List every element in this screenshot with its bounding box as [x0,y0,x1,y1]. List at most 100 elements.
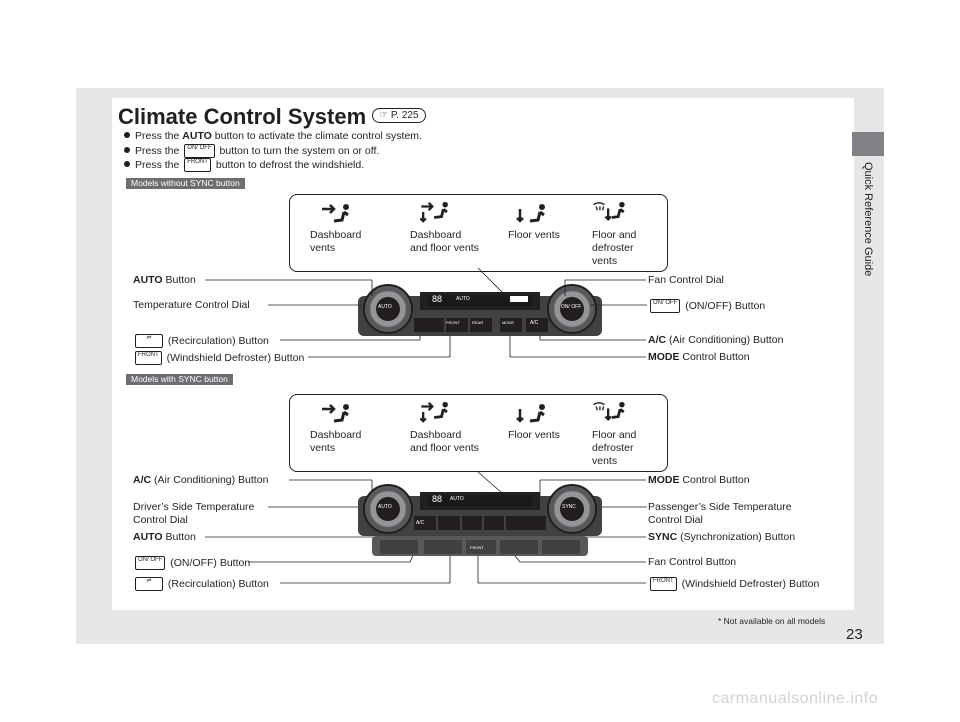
label-windshield-defroster: FRONT (Windshield Defroster) Button [133,351,304,365]
label-text: Driver’s Side Temperature Control Dial [133,501,255,526]
page-reference-text: P. 225 [390,109,419,121]
label-text: Passenger’s Side Temperature Control Dia… [648,501,792,526]
label-bold: A/C [648,334,667,346]
model-tag-without-sync: Models without SYNC button [126,178,245,189]
bullet-text: Press the [135,158,183,171]
label-text: (Synchronization) Button [677,531,796,543]
panel2-front-button[interactable]: FRONT [470,545,484,550]
mode-label: Floor and defroster vents [592,429,637,467]
bullet-defrost: Press the FRONT button to defrost the wi… [124,158,364,172]
label-bold: AUTO [133,531,163,543]
label-text: (Windshield Defroster) Button [166,351,305,364]
dashboard-floor-vents-icon [419,401,448,423]
label-bold: AUTO [133,274,163,286]
floor-defroster-vents-icon [593,401,625,421]
mode-label: Dashboard vents [310,229,362,254]
label-driver-temperature-dial: Driver’s Side Temperature Control Dial [133,501,283,527]
dashboard-vents-icon [322,204,349,223]
footnote: * Not available on all models [718,616,826,626]
panel2-ac-button[interactable]: A/C [416,520,425,526]
label-on-off: ON/ OFF (ON/OFF) Button [133,556,250,570]
label-auto-button: AUTO Button [133,274,196,286]
mode-label: Dashboard vents [310,429,362,454]
dashboard-floor-vents-icon [419,201,448,223]
panel1-ac-button[interactable]: A/C [530,320,539,326]
label-bold: MODE [648,474,680,486]
on-off-icon: ON/ OFF [135,556,166,570]
label-text: (Air Conditioning) Button [151,474,269,486]
label-bold: SYNC [648,531,678,543]
page-title-text: Climate Control System [118,104,367,129]
watermark: carmanualsonline.info [712,690,879,707]
bullet-dot-icon [124,160,130,167]
recirculation-icon: ⇌ [135,577,163,591]
label-text: Button [162,531,196,543]
label-fan-dial: Fan Control Dial [648,274,724,286]
panel1-front-button[interactable]: FRONT [446,320,460,325]
bullet-text: button to turn the system on or off. [216,144,380,157]
panel1-rear-button[interactable]: REAR [472,320,484,325]
page-reference-link[interactable]: ☞ P. 225 [372,107,426,123]
label-text: (Windshield Defroster) Button [681,577,820,590]
page-title: Climate Control System ☞ P. 225 [118,104,426,130]
recirculation-icon: ⇌ [135,334,163,348]
on-off-icon: ON/ OFF [184,144,215,158]
label-text: Fan Control Dial [648,274,724,286]
label-auto-button: AUTO Button [133,531,196,543]
label-text: Control Button [679,474,750,486]
label-text: (Air Conditioning) Button [666,334,784,346]
on-off-icon: ON/ OFF [650,299,681,313]
floor-vents-icon [516,204,545,223]
bullet-auto: Press the AUTO button to activate the cl… [124,130,422,142]
panel2-left-dial-label: AUTO [378,504,392,510]
side-tab-marker [852,132,884,156]
panel2-auto-indicator: AUTO [450,496,464,502]
label-on-off: ON/ OFF (ON/OFF) Button [648,299,765,313]
label-bold: A/C [133,474,152,486]
label-text: (ON/OFF) Button [170,556,251,569]
bullet-text: button to defrost the windshield. [212,158,365,171]
label-ac: A/C (Air Conditioning) Button [133,474,268,486]
mode-label: Dashboard and floor vents [410,429,479,454]
label-text: (Recirculation) Button [167,577,269,590]
bullet-dot-icon [124,146,130,153]
panel1-mode-button[interactable]: MODE [502,320,514,325]
page-number: 23 [846,626,863,643]
label-passenger-temperature-dial: Passenger’s Side Temperature Control Dia… [648,501,808,527]
floor-vents-icon [516,404,545,423]
label-windshield-defroster: FRONT (Windshield Defroster) Button [648,577,819,591]
climate-panel-2 [358,484,602,556]
dashboard-vents-icon [322,404,349,423]
model-tag-with-sync: Models with SYNC button [126,374,233,385]
label-text: (ON/OFF) Button [685,299,766,312]
floor-defroster-vents-icon [593,201,625,221]
bullet-dot-icon [124,132,130,138]
label-text: Fan Control Button [648,556,737,568]
label-mode: MODE Control Button [648,474,750,486]
panel1-display: 88 [432,294,443,304]
mode-label: Dashboard and floor vents [410,229,479,254]
front-defrost-icon: FRONT [650,577,677,591]
bullet-onoff: Press the ON/ OFF button to turn the sys… [124,144,379,158]
label-bold: MODE [648,351,680,363]
mode-label: Floor and defroster vents [592,229,637,267]
bullet-text: button to activate the climate control s… [211,130,422,142]
panel2-display: 88 [432,494,443,504]
label-fan-control: Fan Control Button [648,556,736,568]
mode-label: Floor vents [508,229,560,241]
mode-callout-2: Dashboard vents Dashboard and floor vent… [289,394,668,472]
label-recirculation: ⇌ (Recirculation) Button [133,334,269,348]
label-text: (Recirculation) Button [167,334,269,347]
label-recirculation: ⇌ (Recirculation) Button [133,577,269,591]
climate-panel-1 [358,284,602,336]
panel1-left-dial-label: AUTO [378,304,392,310]
label-temperature-dial: Temperature Control Dial [133,299,250,311]
bullet-bold: AUTO [182,130,212,142]
mode-callout-1: Dashboard vents Dashboard and floor vent… [289,194,668,272]
label-text: Control Button [679,351,750,363]
label-text: Button [162,274,196,286]
panel1-right-dial-label: ON/ OFF [561,304,582,310]
label-sync: SYNC (Synchronization) Button [648,531,795,543]
front-defrost-icon: FRONT [135,351,162,365]
bullet-text: Press the [135,144,183,157]
